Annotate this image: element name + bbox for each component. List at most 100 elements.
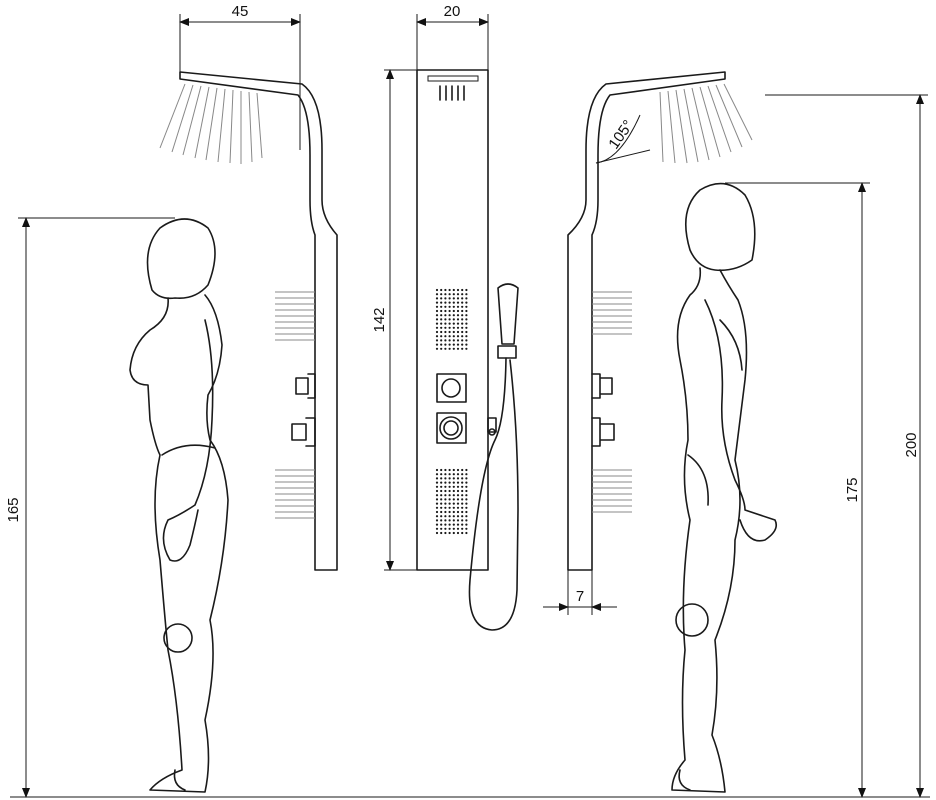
jet-nozzle xyxy=(440,468,443,472)
jet-nozzle xyxy=(435,473,439,476)
jet-nozzle xyxy=(461,510,464,514)
jet-nozzle xyxy=(448,527,451,530)
jet-nozzle xyxy=(456,318,460,321)
jet-nozzle xyxy=(461,477,464,480)
side-view-panel-right: 105° xyxy=(567,71,753,571)
jet-nozzle xyxy=(448,515,451,518)
dimension-panel-height: 142 xyxy=(371,69,417,571)
jet-nozzle xyxy=(461,515,464,518)
jet-nozzle xyxy=(444,305,447,308)
jet-nozzle xyxy=(435,519,439,522)
jet-nozzle xyxy=(440,510,443,514)
jet-nozzle xyxy=(440,305,443,308)
jet-nozzle xyxy=(448,498,451,501)
jet-nozzle xyxy=(452,531,455,535)
dimension-panel-width: 20 xyxy=(416,3,489,70)
jet-nozzle xyxy=(440,498,443,501)
jet-nozzle xyxy=(435,477,439,480)
side-view-panel-left xyxy=(159,71,338,571)
jet-nozzle xyxy=(456,489,460,493)
jet-nozzle xyxy=(461,297,464,300)
jet-nozzle xyxy=(456,485,460,488)
jet-nozzle xyxy=(465,477,468,480)
jet-nozzle xyxy=(448,288,451,292)
jet-nozzle xyxy=(435,494,439,497)
jet-nozzle xyxy=(440,314,443,317)
jet-nozzle xyxy=(435,531,439,535)
jet-nozzle xyxy=(465,335,468,338)
jet-nozzle xyxy=(456,498,460,501)
dimension-label: 142 xyxy=(371,307,388,332)
jet-nozzle xyxy=(456,343,460,346)
jet-nozzle xyxy=(461,301,464,304)
jet-nozzle xyxy=(444,502,447,505)
jet-nozzle xyxy=(448,314,451,317)
jet-nozzle xyxy=(444,523,447,526)
jet-nozzle xyxy=(440,523,443,526)
jet-nozzle xyxy=(461,339,464,342)
control-knob xyxy=(439,416,463,440)
jet-nozzle xyxy=(444,473,447,476)
jet-nozzle xyxy=(448,293,451,296)
jet-nozzle xyxy=(440,309,443,313)
jet-nozzle xyxy=(440,519,443,522)
jet-nozzle xyxy=(461,494,464,497)
jet-nozzle xyxy=(440,485,443,488)
dimension-panel-depth: 7 xyxy=(543,570,617,615)
jet-nozzle xyxy=(465,347,468,350)
body xyxy=(671,267,748,793)
jet-nozzle xyxy=(435,335,439,338)
jet-nozzle xyxy=(448,485,451,488)
jet-nozzle xyxy=(448,326,451,329)
body-jets-left xyxy=(275,291,315,519)
jet-nozzle xyxy=(465,531,468,535)
jet-nozzle xyxy=(435,527,439,530)
jet-nozzle xyxy=(452,481,455,484)
jet-nozzle xyxy=(440,531,443,535)
rain-spray-left xyxy=(159,83,263,164)
jet-nozzle xyxy=(444,485,447,488)
male-figure xyxy=(671,182,778,793)
jet-nozzle xyxy=(456,510,460,514)
jet-nozzle xyxy=(435,502,439,505)
jet-nozzle xyxy=(435,510,439,514)
jet-nozzle xyxy=(461,481,464,484)
hand-shower xyxy=(497,283,519,345)
jet-nozzle xyxy=(465,468,468,472)
jet-nozzle xyxy=(456,531,460,535)
jet-nozzle xyxy=(440,343,443,346)
jet-nozzle xyxy=(448,339,451,342)
jet-nozzle xyxy=(452,318,455,321)
jet-nozzle xyxy=(435,489,439,493)
jet-nozzle xyxy=(444,339,447,342)
jet-nozzle xyxy=(452,339,455,342)
jet-nozzle xyxy=(448,494,451,497)
jet-nozzle xyxy=(456,301,460,304)
jet-nozzle xyxy=(444,288,447,292)
jet-nozzle xyxy=(465,330,468,334)
jet-nozzle xyxy=(435,305,439,308)
jet-nozzle xyxy=(456,335,460,338)
jet-nozzle xyxy=(461,519,464,522)
jet-nozzle xyxy=(440,506,443,509)
jet-nozzle xyxy=(461,506,464,509)
jet-nozzle xyxy=(452,485,455,488)
jet-nozzle xyxy=(444,343,447,346)
jet-nozzle xyxy=(452,347,455,350)
jet-nozzle xyxy=(440,527,443,530)
jet-nozzle xyxy=(448,305,451,308)
jet-nozzle xyxy=(452,473,455,476)
dimension-label: 20 xyxy=(444,3,461,20)
dimension-female-height: 165 xyxy=(5,217,175,798)
jet-nozzle xyxy=(452,326,455,329)
jet-nozzle xyxy=(465,293,468,296)
jet-nozzle xyxy=(444,515,447,518)
jet-nozzle xyxy=(435,515,439,518)
jet-nozzle xyxy=(456,481,460,484)
jet-nozzle xyxy=(440,322,443,325)
jet-nozzle xyxy=(456,502,460,505)
jet-nozzle xyxy=(444,494,447,497)
jet-nozzle xyxy=(461,473,464,476)
dimension-male-height: 175 xyxy=(725,182,870,798)
